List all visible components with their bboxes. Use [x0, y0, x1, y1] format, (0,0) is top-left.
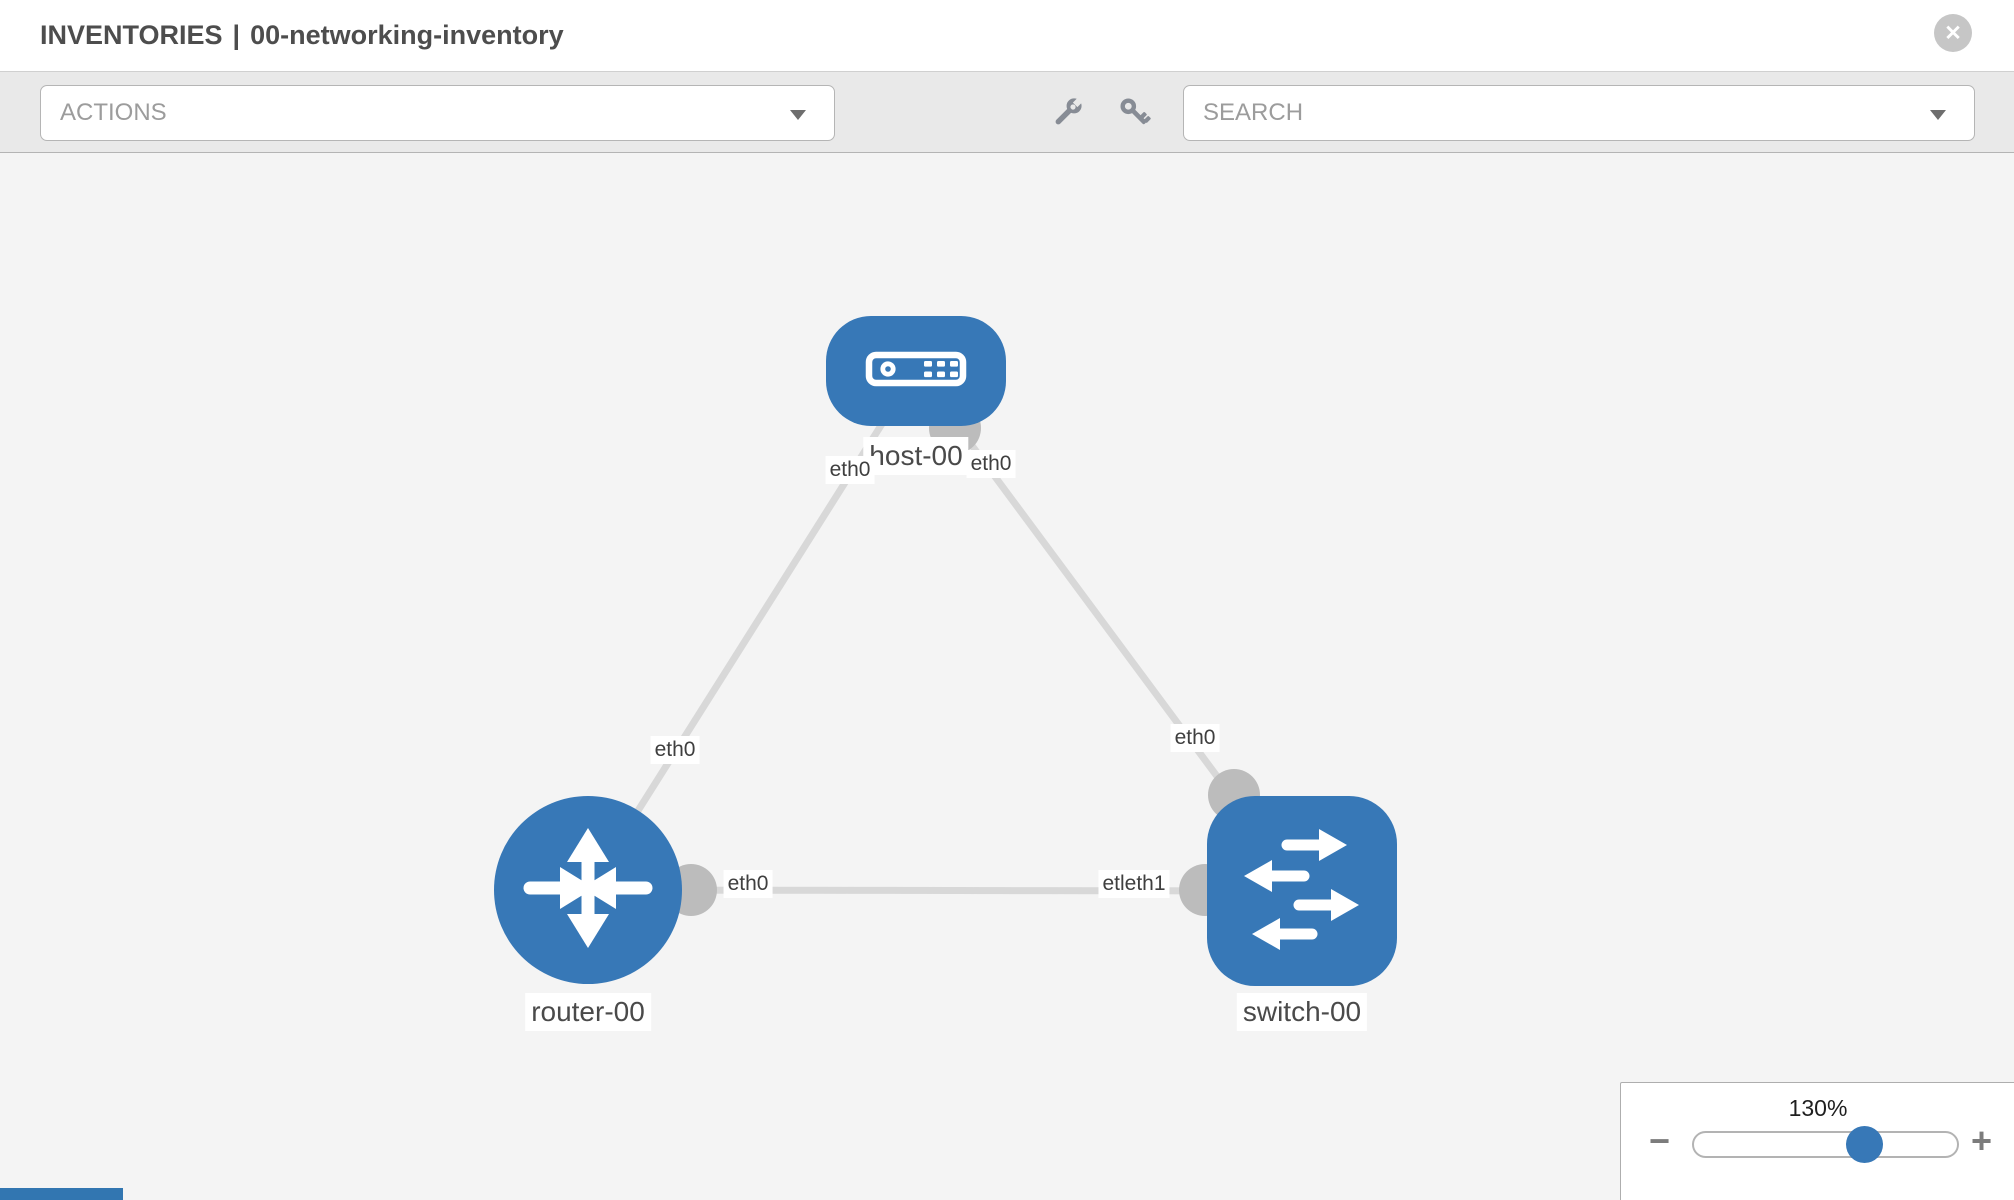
zoom-in-button[interactable]: + [1971, 1120, 1993, 1161]
search-dropdown-label: SEARCH [1203, 99, 1304, 126]
page-title-separator: | [232, 20, 241, 50]
actions-dropdown-label: ACTIONS [60, 99, 167, 126]
node-host-00[interactable] [826, 316, 1006, 426]
zoom-slider-thumb[interactable] [1846, 1126, 1883, 1163]
node-label-router-00: router-00 [525, 993, 651, 1031]
interface-label-eth1-overlap: etleth1 [1098, 870, 1170, 898]
router-icon [494, 794, 682, 987]
interface-label-eth0: eth0 [966, 450, 1016, 478]
topology-canvas[interactable]: host-00 router-00 switch-00 eth0 eth0 et… [0, 153, 2014, 1200]
panel-header: INVENTORIES | 00-networking-inventory ✕ [0, 0, 2014, 71]
host-icon [826, 314, 1006, 429]
search-dropdown[interactable]: SEARCH [1183, 85, 1975, 141]
close-x-glyph: ✕ [1944, 21, 1962, 45]
cutoff-blue-element [0, 1188, 123, 1200]
zoom-slider-track[interactable] [1692, 1131, 1959, 1158]
topology-links [585, 367, 1305, 895]
caret-down-icon [1930, 110, 1946, 120]
node-label-switch-00: switch-00 [1236, 993, 1368, 1031]
node-switch-00[interactable] [1207, 796, 1397, 986]
toolbar: ACTIONS [0, 71, 2014, 153]
interface-label-eth0: eth0 [650, 736, 700, 764]
page-title: INVENTORIES | 00-networking-inventory [40, 0, 564, 71]
interface-label-eth0: eth0 [723, 870, 773, 898]
interface-label-eth0: eth0 [825, 456, 875, 484]
zoom-out-button[interactable]: − [1649, 1120, 1671, 1161]
key-icon [1117, 95, 1153, 136]
zoom-percent-value: 130% [1788, 1095, 1848, 1121]
wrench-button[interactable] [1048, 95, 1086, 136]
page-title-primary: INVENTORIES [40, 20, 223, 50]
key-button[interactable] [1116, 96, 1154, 134]
close-icon[interactable]: ✕ [1934, 14, 1972, 52]
node-label-host-00: host-00 [863, 437, 969, 475]
node-router-00[interactable] [494, 796, 682, 984]
page-title-secondary: 00-networking-inventory [250, 20, 564, 50]
zoom-control-panel: 130% − + [1620, 1082, 2014, 1200]
caret-down-icon [790, 110, 806, 120]
wrench-icon [1049, 95, 1085, 136]
switch-icon [1207, 794, 1397, 989]
interface-label-eth0: eth0 [1170, 724, 1220, 752]
actions-dropdown[interactable]: ACTIONS [40, 85, 835, 141]
